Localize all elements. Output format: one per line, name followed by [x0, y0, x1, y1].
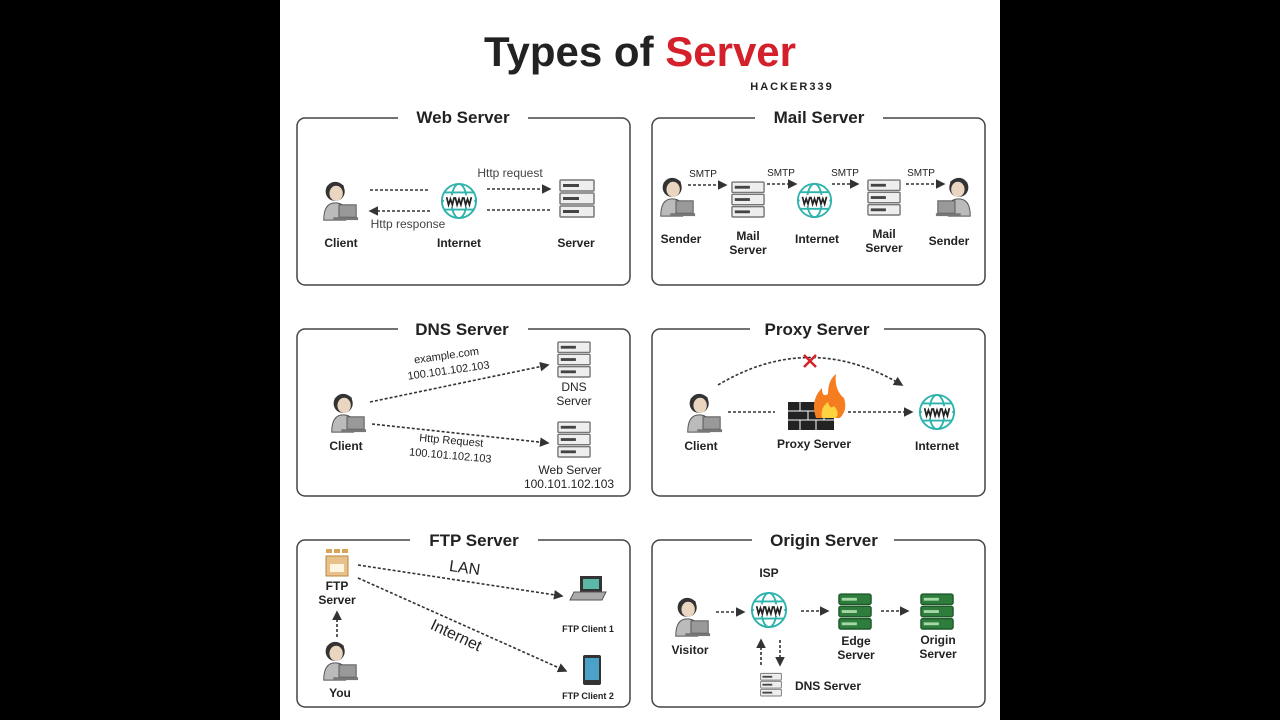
- mail-server-label: Server: [729, 243, 767, 257]
- proxy-server-label: Proxy Server: [777, 437, 851, 451]
- sender-label: Sender: [661, 232, 702, 246]
- ftp-server-label: FTP: [326, 579, 349, 593]
- web-server-title: Web Server: [416, 108, 510, 127]
- isp-label: ISP: [759, 566, 778, 580]
- dns-query-arrow: [369, 361, 550, 403]
- mail-server-label: Mail: [872, 227, 895, 241]
- dns-server-icon: [760, 672, 782, 697]
- author-tag: HACKER339: [750, 81, 833, 93]
- server-icon: [559, 179, 595, 218]
- title-part-2: Server: [665, 28, 796, 75]
- client-label: Client: [684, 439, 717, 453]
- web-server-icon: [557, 421, 591, 458]
- mail-server-icon: [731, 181, 765, 218]
- smtp-label: SMTP: [831, 168, 859, 179]
- ftp-server-title: FTP Server: [429, 531, 519, 550]
- proxy-server-title: Proxy Server: [765, 320, 870, 339]
- mail-server-icon: [867, 179, 901, 216]
- canvas: [280, 0, 1000, 720]
- title-part-1: Types of: [484, 28, 665, 75]
- http-request-label: Http request: [477, 166, 543, 180]
- dns-server-label: DNS Server: [795, 679, 861, 693]
- http-request-arrow: [371, 423, 550, 447]
- dns-server-title: DNS Server: [415, 320, 509, 339]
- smtp-label: SMTP: [767, 168, 795, 179]
- internet-label: Internet: [915, 439, 959, 453]
- origin-server-label: Server: [919, 647, 957, 661]
- server-label: Server: [557, 236, 595, 250]
- ip-label: 100.101.102.103: [524, 477, 614, 491]
- phone-icon: [583, 655, 601, 685]
- internet-label: Internet: [437, 236, 481, 250]
- ftp-server-label: Server: [318, 593, 356, 607]
- lan-label: LAN: [448, 558, 481, 579]
- mail-server-title: Mail Server: [774, 108, 865, 127]
- page-title: Types of Server: [484, 28, 796, 75]
- visitor-label: Visitor: [671, 643, 708, 657]
- internet-arrow: [357, 577, 568, 673]
- dns-server-label: DNS: [561, 380, 586, 394]
- blocked-direct-path: [717, 356, 904, 386]
- smtp-label: SMTP: [689, 169, 717, 180]
- client-label: Client: [329, 439, 362, 453]
- origin-server-label: Origin: [920, 633, 955, 647]
- origin-server-icon: [920, 593, 954, 630]
- title-gaps: [398, 108, 894, 550]
- ftp-folder-icon: [325, 549, 349, 577]
- internet-label: Internet: [795, 232, 839, 246]
- you-label: You: [329, 686, 351, 700]
- fire-icon: [814, 374, 846, 418]
- lan-arrow: [357, 564, 564, 600]
- mail-server-label: Server: [865, 241, 903, 255]
- ftp-client-2-label: FTP Client 2: [562, 691, 614, 701]
- client-label: Client: [324, 236, 357, 250]
- edge-server-label: Server: [837, 648, 875, 662]
- http-response-label: Http response: [371, 217, 446, 231]
- blocked-x-icon: [803, 354, 817, 368]
- sender-label: Sender: [929, 234, 970, 248]
- origin-server-title: Origin Server: [770, 531, 878, 550]
- edge-server-label: Edge: [841, 634, 871, 648]
- dns-server-icon: [557, 341, 591, 378]
- laptop-icon: [569, 576, 607, 601]
- mail-server-label: Mail: [736, 229, 759, 243]
- edge-server-icon: [838, 593, 872, 630]
- web-server-label: Web Server: [538, 463, 601, 477]
- smtp-label: SMTP: [907, 168, 935, 179]
- ftp-client-1-label: FTP Client 1: [562, 624, 614, 634]
- dns-server-label: Server: [556, 394, 591, 408]
- http-request-label: Http Request: [419, 432, 484, 450]
